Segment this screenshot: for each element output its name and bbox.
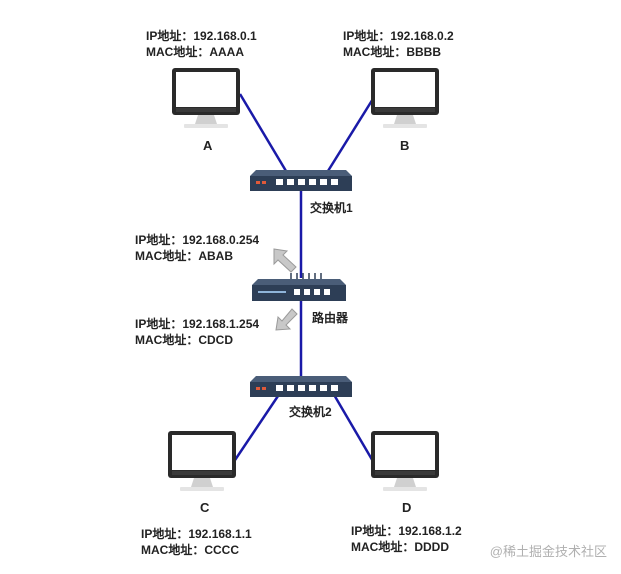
computer-a-icon — [172, 68, 240, 128]
switch1-label: 交换机1 — [310, 201, 353, 215]
host-a-label: A — [203, 138, 213, 153]
host-d-ip: IP地址：192.168.1.2 — [351, 524, 462, 538]
computer-c-icon — [168, 431, 236, 491]
router-port-top-mac: MAC地址：ABAB — [135, 249, 233, 263]
host-d-label: D — [402, 500, 412, 515]
network-links — [231, 93, 378, 464]
router-label: 路由器 — [312, 311, 349, 325]
watermark: @稀土掘金技术社区 — [489, 544, 607, 559]
arrow-down-left-icon — [275, 308, 298, 331]
host-a-mac: MAC地址：AAAA — [146, 45, 244, 59]
host-c-info: IP地址：192.168.1.1 MAC地址：CCCC — [141, 526, 252, 558]
switch2-label: 交换机2 — [289, 405, 332, 419]
link-switch2-c — [231, 392, 282, 464]
host-d-mac: MAC地址：DDDD — [351, 540, 449, 554]
router-port-top-ip: IP地址：192.168.0.254 — [135, 233, 260, 247]
host-a-info: IP地址：192.168.0.1 MAC地址：AAAA — [146, 28, 257, 60]
switch2-icon — [250, 376, 352, 397]
link-a-switch1 — [238, 93, 288, 172]
router-port-bottom-mac: MAC地址：CDCD — [135, 333, 233, 347]
host-b-label: B — [400, 138, 410, 153]
host-c-label: C — [200, 500, 210, 515]
router-port-bottom-info: IP地址：192.168.1.254 MAC地址：CDCD — [135, 316, 259, 348]
switch1-icon — [250, 170, 352, 191]
host-b-ip: IP地址：192.168.0.2 — [343, 29, 454, 43]
link-b-switch1 — [326, 93, 378, 172]
host-c-mac: MAC地址：CCCC — [141, 543, 239, 557]
router-port-top-info: IP地址：192.168.0.254 MAC地址：ABAB — [135, 232, 259, 264]
host-b-info: IP地址：192.168.0.2 MAC地址：BBBB — [343, 28, 454, 60]
host-a-ip: IP地址：192.168.0.1 — [146, 29, 257, 43]
host-d-info: IP地址：192.168.1.2 MAC地址：DDDD — [351, 523, 462, 555]
arrow-up-left-icon — [273, 248, 297, 273]
router-icon — [252, 273, 346, 301]
computer-d-icon — [371, 431, 439, 491]
link-switch2-d — [331, 392, 376, 464]
computer-b-icon — [371, 68, 439, 128]
host-c-ip: IP地址：192.168.1.1 — [141, 527, 252, 541]
host-b-mac: MAC地址：BBBB — [343, 45, 441, 59]
router-port-bottom-ip: IP地址：192.168.1.254 — [135, 317, 260, 331]
